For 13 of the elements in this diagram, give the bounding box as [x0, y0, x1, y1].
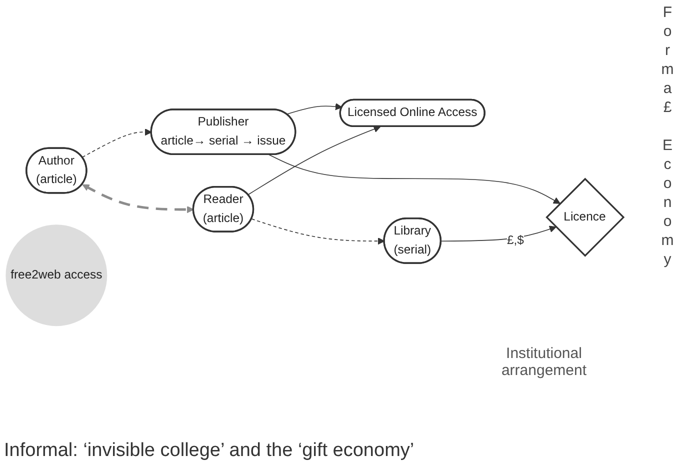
arrow [248, 126, 381, 196]
arrow [440, 226, 556, 242]
arrow [82, 128, 152, 158]
arrow [268, 154, 560, 204]
note-text: Informal: ‘invisible college’ and the ‘gift economy’ [4, 440, 414, 462]
node-diamond: Licence [546, 178, 625, 257]
vertical-label: Forma£ Economy [659, 4, 676, 270]
node-circle: free2web access [6, 224, 108, 326]
edge-label: £,$ [506, 233, 524, 248]
arrow [82, 184, 194, 214]
annotation-text: Institutional arrangement [500, 345, 588, 379]
arrow [251, 218, 385, 245]
arrow [286, 103, 342, 115]
